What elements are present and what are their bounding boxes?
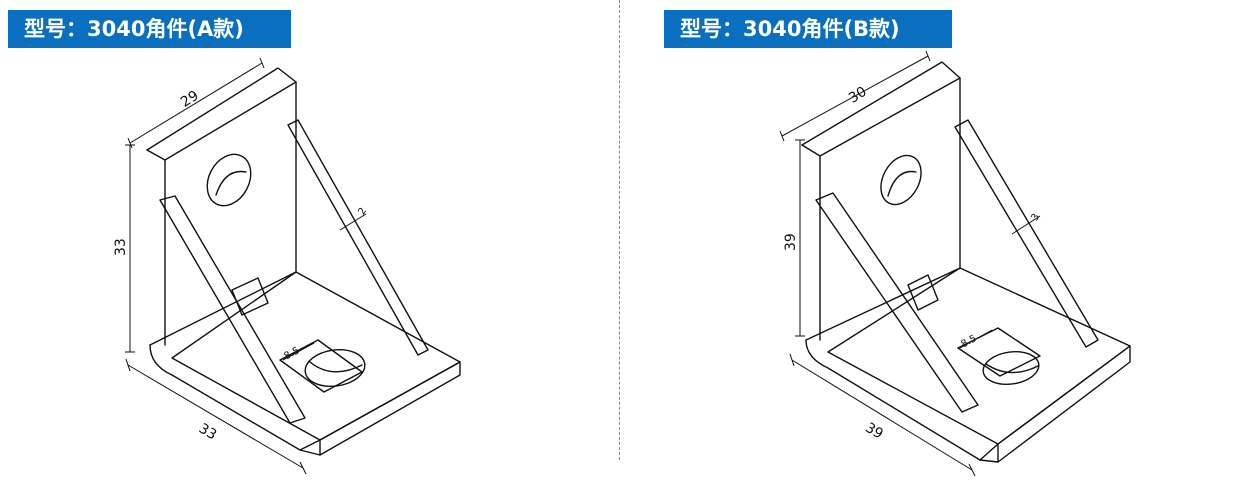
model-title-b: 型号：3040角件(B款) — [664, 10, 952, 48]
panel-model-b: 型号：3040角件(B款) — [620, 0, 1240, 486]
panel-divider — [619, 0, 620, 460]
back-plate-front-edge — [146, 149, 166, 346]
dim-height-b: 39 — [783, 233, 799, 251]
right-rib — [287, 119, 429, 356]
dim-top-width-a: 29 — [178, 88, 202, 111]
dim-rib-thickness-a: 2 — [356, 206, 369, 217]
back-plate-top — [164, 81, 297, 161]
dim-slot-b: 8.5 — [959, 333, 978, 350]
upper-hole — [206, 153, 252, 207]
base-plate-front — [299, 361, 461, 456]
lower-hole — [304, 348, 366, 388]
bracket-drawing-a: 29 33 33 2 8.5 — [113, 57, 461, 475]
slot-outline — [279, 339, 363, 393]
dim-base-depth-b: 39 — [862, 420, 885, 443]
dim-slot-a: 8.5 — [282, 345, 301, 362]
dim-height-a: 33 — [113, 238, 129, 256]
dim-top-width-b: 30 — [846, 84, 870, 107]
left-rib — [159, 195, 306, 424]
panel-model-a: 型号：3040角件(A款) — [8, 10, 461, 475]
model-title-a: 型号：3040角件(A款) — [8, 10, 291, 48]
locating-tab — [231, 277, 269, 316]
back-plate-corner — [149, 344, 301, 451]
bracket-drawing-b: 30 39 39 3 8.5 — [779, 50, 1131, 477]
dim-rib-thickness-b: 3 — [1029, 212, 1042, 223]
back-plate-outline — [146, 67, 297, 346]
dim-base-depth-a: 33 — [196, 421, 219, 444]
